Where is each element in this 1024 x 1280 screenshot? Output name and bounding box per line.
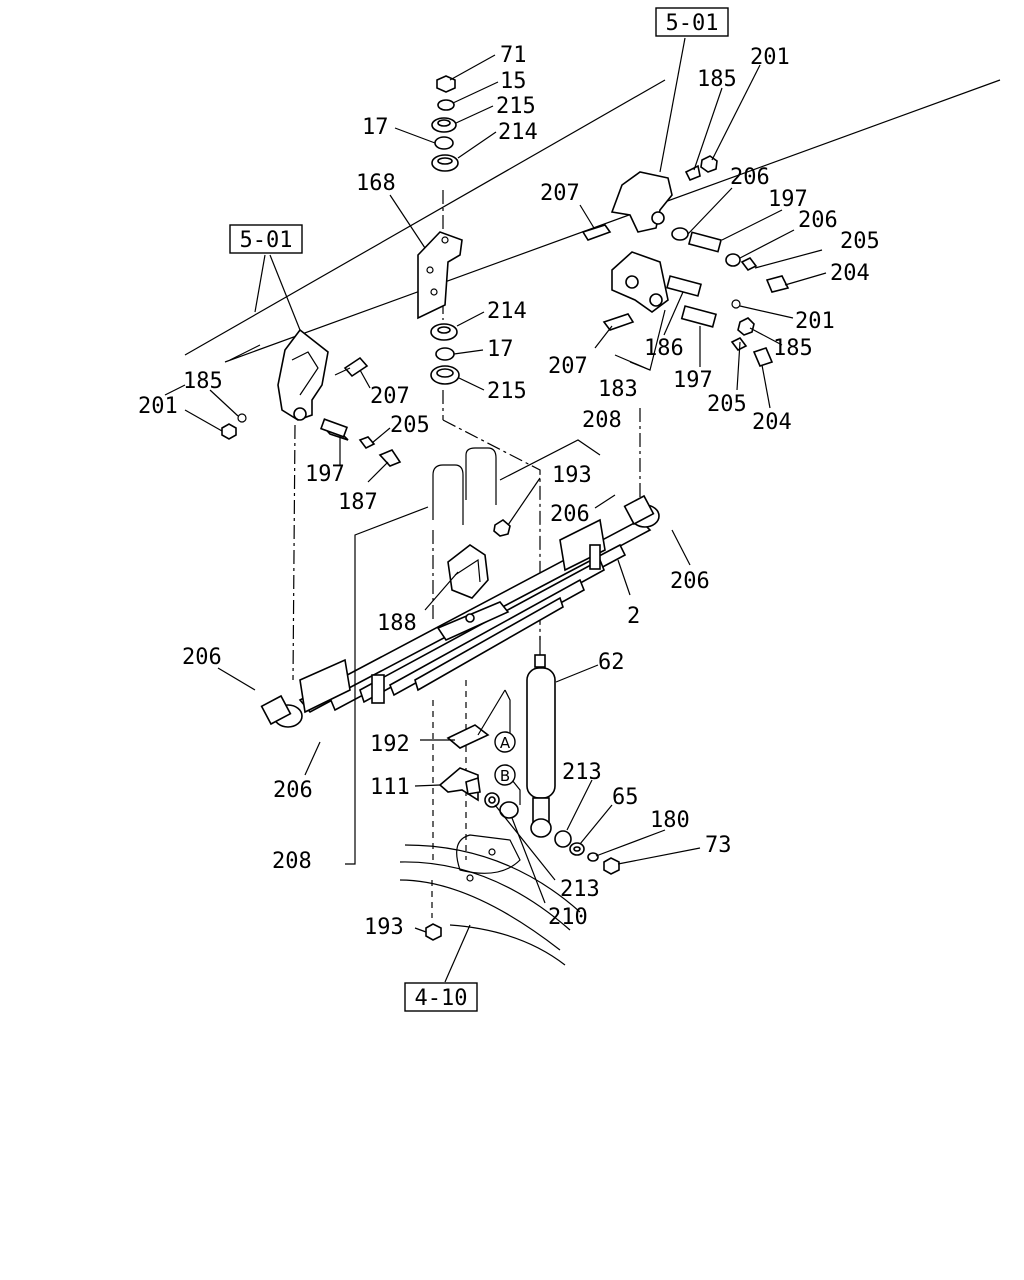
part-label[interactable]: 201 <box>750 45 790 70</box>
part-label[interactable]: 188 <box>377 611 417 636</box>
right-hanger <box>581 155 790 293</box>
upper-mount-stack <box>431 75 459 172</box>
part-label[interactable]: 215 <box>487 379 527 404</box>
part-label[interactable]: 187 <box>338 490 378 515</box>
part-label[interactable]: 197 <box>673 368 713 393</box>
part-label[interactable]: 215 <box>496 94 536 119</box>
part-label[interactable]: 193 <box>552 463 592 488</box>
lower-hardware <box>425 724 620 941</box>
part-label[interactable]: 210 <box>548 905 588 930</box>
part-label[interactable]: 192 <box>370 732 410 757</box>
part-label[interactable]: 213 <box>562 760 602 785</box>
part-labels: 71 15 215 17 214 168 214 17 215 5-01 201… <box>138 43 880 940</box>
part-label[interactable]: 206 <box>798 208 838 233</box>
part-label[interactable]: 206 <box>273 778 313 803</box>
ref-label: 4-10 <box>415 986 468 1011</box>
part-label[interactable]: 204 <box>830 261 870 286</box>
part-label[interactable]: 71 <box>500 43 527 68</box>
part-label[interactable]: 207 <box>548 354 588 379</box>
lower-mount-stack <box>430 323 460 385</box>
callout-letter: A <box>500 734 511 752</box>
part-label[interactable]: 206 <box>550 502 590 527</box>
shock-absorber <box>526 636 556 838</box>
part-label[interactable]: 111 <box>370 775 410 800</box>
part-label[interactable]: 205 <box>707 392 747 417</box>
part-label[interactable]: 207 <box>540 181 580 206</box>
part-label[interactable]: 185 <box>183 369 223 394</box>
callout-b: B <box>494 764 516 786</box>
axle-housing <box>399 834 581 966</box>
part-label[interactable]: 206 <box>730 165 770 190</box>
part-label[interactable]: 193 <box>364 915 404 940</box>
u-bolts-208 <box>432 447 511 537</box>
callout-letter: B <box>500 767 510 785</box>
leaf-spring <box>260 494 660 728</box>
ref-box-4-10[interactable]: 4-10 <box>404 982 478 1012</box>
ref-label: 5-01 <box>666 11 719 36</box>
part-label[interactable]: 214 <box>498 120 538 145</box>
part-label[interactable]: 208 <box>272 849 312 874</box>
callout-a: A <box>494 731 516 753</box>
part-label[interactable]: 183 <box>598 377 638 402</box>
part-label[interactable]: 207 <box>370 384 410 409</box>
part-label[interactable]: 197 <box>768 187 808 212</box>
part-label[interactable]: 180 <box>650 808 690 833</box>
part-label[interactable]: 185 <box>697 67 737 92</box>
part-label[interactable]: 197 <box>305 462 345 487</box>
part-label[interactable]: 204 <box>752 410 792 435</box>
part-label[interactable]: 15 <box>500 69 527 94</box>
part-label[interactable]: 206 <box>670 569 710 594</box>
part-label[interactable]: 168 <box>356 171 396 196</box>
part-label[interactable]: 186 <box>644 336 684 361</box>
left-hanger <box>221 328 402 467</box>
frame-rail <box>164 79 1001 396</box>
part-label[interactable]: 2 <box>627 604 640 629</box>
part-label[interactable]: 185 <box>773 336 813 361</box>
leader-lines <box>184 37 827 983</box>
part-label[interactable]: 205 <box>390 413 430 438</box>
ref-box-5-01-left[interactable]: 5-01 <box>229 224 303 254</box>
shackle-183 <box>602 251 774 367</box>
part-label[interactable]: 17 <box>362 115 389 140</box>
part-label[interactable]: 62 <box>598 650 625 675</box>
part-label[interactable]: 214 <box>487 299 527 324</box>
spacer-188 <box>447 544 489 599</box>
ref-label: 5-01 <box>240 228 293 253</box>
bracket-168 <box>417 231 463 320</box>
ref-box-5-01-top[interactable]: 5-01 <box>655 7 729 37</box>
part-label[interactable]: 205 <box>840 229 880 254</box>
part-label[interactable]: 208 <box>582 408 622 433</box>
part-label[interactable]: 201 <box>795 309 835 334</box>
part-label[interactable]: 73 <box>705 833 732 858</box>
part-label[interactable]: 17 <box>487 337 514 362</box>
part-label[interactable]: 65 <box>612 785 639 810</box>
part-label[interactable]: 213 <box>560 877 600 902</box>
part-label[interactable]: 201 <box>138 394 178 419</box>
part-label[interactable]: 206 <box>182 645 222 670</box>
